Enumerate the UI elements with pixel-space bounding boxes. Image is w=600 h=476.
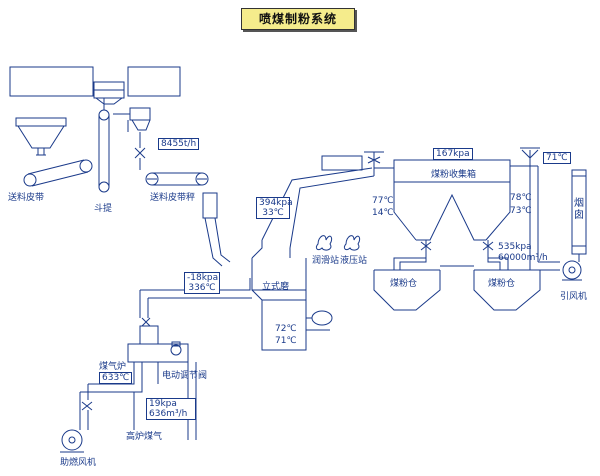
gas-pressure-reading: 19kpa [149,399,177,409]
mill-temp-1-reading: 72℃ [275,324,297,334]
mill-out-readings-box: 394kpa 33℃ [256,197,293,219]
chimney-label: 烟囱 [574,198,584,221]
raw-coal-hopper-left [9,66,94,97]
gas-flow-reading: 636m³/h [149,409,188,419]
powder-transfer-lines [393,250,509,270]
feed-belt-label: 送料皮带 [8,193,45,203]
coal-bin-2-label: 煤粉仓 [488,279,516,289]
outlet-pressure-reading: 535kpa [498,242,532,252]
chimney [571,169,587,262]
hot-gas-duct [139,278,252,345]
exhaust-temp-reading: 71℃ [543,152,571,164]
hydraulic-station-symbol [343,235,361,251]
collector-pressure-reading: 167kpa [433,148,473,160]
induced-fan [562,260,582,281]
mill-out-temp-reading: 33℃ [262,208,284,218]
inlet-box [321,155,363,171]
bf-gas-label: 高炉煤气 [126,432,163,442]
bucket-elevator [98,98,110,193]
electric-valve-label: 电动调节阀 [162,371,208,381]
gas-furnace [127,341,197,440]
coal-bin-1-label: 煤粉仓 [390,279,418,289]
mill-in-temp-reading: 336℃ [188,283,216,293]
mill-in-pressure-reading: -18kpa [187,273,219,283]
combustion-fan-label: 助燃风机 [60,458,97,468]
hydraulic-station-label: 液压站 [340,256,368,266]
outlet-flow-reading: 60000m³/h [498,253,548,263]
scale-hopper [113,107,151,170]
furnace-temp-reading: 633℃ [99,372,133,384]
diagram-title: 喷煤制粉系统 [241,8,355,30]
vertical-mill-label: 立式磨 [262,282,290,292]
outlet-temp-2-reading: 73℃ [510,206,532,216]
inlet-temp-1-reading: 77℃ [372,196,394,206]
dust-collector-label: 煤粉收集箱 [431,170,477,180]
combustion-air-line [79,362,143,430]
mill-in-readings-box: -18kpa 336℃ [184,272,220,294]
combustion-fan [60,429,84,453]
mill-outlet-duct [261,151,394,249]
raw-coal-hopper-right [127,66,181,97]
lube-station-label: 润滑站 [312,256,340,266]
mill-temp-2-reading: 71℃ [275,336,297,346]
gas-readings-box: 19kpa 636m³/h [146,398,196,420]
mill-out-pressure-reading: 394kpa [259,198,293,208]
feed-belt [23,159,93,187]
feed-belt-scale-label: 送料皮带秤 [150,193,196,203]
outlet-temp-1-reading: 78℃ [510,193,532,203]
feed-belt-hopper [15,117,67,156]
inlet-temp-2-reading: 14℃ [372,208,394,218]
induced-fan-label: 引风机 [560,292,588,302]
feed-belt-scale-conveyor [145,172,209,186]
bucket-elevator-label: 斗提 [94,204,113,214]
lube-station-symbol [315,235,333,251]
gas-furnace-label: 煤气炉 [99,362,127,372]
mill-feed-chute [202,192,231,267]
feed-rate-reading: 8455t/h [158,138,200,150]
vertical-mill [251,240,333,351]
coal-bin-1 [373,269,441,311]
coal-bin-2 [473,269,541,311]
dust-collector [393,159,511,251]
